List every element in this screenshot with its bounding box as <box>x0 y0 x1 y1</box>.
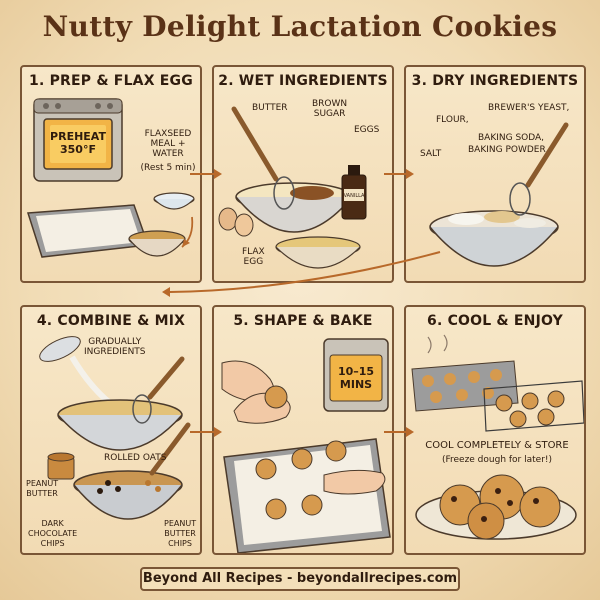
cooling-tray-icon <box>411 360 519 412</box>
step-6-title: 6. COOL & ENJOY <box>427 313 563 329</box>
timer-text: 10–15 MINS <box>337 365 375 391</box>
step-4-illustration <box>39 336 191 520</box>
baking-powder-label: BAKING POWDER <box>468 145 546 155</box>
spoon-icon <box>149 422 191 476</box>
steam-icon <box>427 334 448 354</box>
brewers-yeast-label: BREWER'S YEAST, <box>488 103 570 113</box>
step-6-illustration <box>411 334 584 540</box>
whisk-icon <box>509 122 569 216</box>
step-panel-5: 5. SHAPE & BAKE <box>212 305 394 555</box>
step-panel-6: 6. COOL & ENJOY <box>404 305 586 555</box>
flaxseed-label: FLAXSEED MEAL + WATER <box>144 129 192 159</box>
step-4-title: 4. COMBINE & MIX <box>36 313 186 329</box>
step-3-title: 3. DRY INGREDIENTS <box>411 73 579 89</box>
store-label: COOL COMPLETELY & STORE <box>425 440 569 451</box>
freeze-label: (Freeze dough for later!) <box>441 455 553 465</box>
wire-rack-icon <box>483 380 584 432</box>
dry-bowl-icon <box>429 210 559 267</box>
timer-oven-icon <box>323 338 389 412</box>
dark-chips-label: DARK CHOCOLATE CHIPS <box>28 519 78 548</box>
flax-bowl-icon <box>128 230 186 257</box>
baking-soda-label: BAKING SODA, <box>478 133 545 143</box>
water-bowl-icon <box>153 192 195 210</box>
step-5-illustration <box>221 338 391 553</box>
rest-label: (Rest 5 min) <box>140 163 196 173</box>
hands-icon <box>221 360 291 424</box>
flax-egg-bowl-icon <box>275 236 361 269</box>
vanilla-bottle-icon <box>341 165 367 220</box>
step-panel-4: 4. COMBINE & MIX <box>20 305 202 555</box>
baking-sheet-icon <box>26 204 150 258</box>
hand-icon <box>323 469 386 495</box>
cookie-tray-icon <box>223 438 391 553</box>
flour-label: FLOUR, <box>436 115 469 125</box>
peanut-butter-jar-icon <box>47 452 75 480</box>
step-2-illustration <box>218 106 367 269</box>
step-2-title: 2. WET INGREDIENTS <box>218 73 388 89</box>
salt-label: SALT <box>420 149 442 159</box>
peanut-butter-label: PEANUT BUTTER <box>26 479 59 498</box>
whisk-icon <box>132 356 185 424</box>
eggs-icon <box>218 207 254 237</box>
eggs-label: EGGS <box>354 125 380 135</box>
rolled-oats-label: ROLLED OATS <box>104 453 167 463</box>
butter-label: BUTTER <box>252 103 288 113</box>
footer-credit: Beyond All Recipes - beyondallrecipes.co… <box>140 567 460 591</box>
step-panel-3: 3. DRY INGREDIENTS FLOUR, BREWER'S YEAST… <box>404 65 586 283</box>
cookie-plate-icon <box>415 474 577 540</box>
step-3-illustration <box>429 122 569 267</box>
oven-icon <box>33 98 123 182</box>
gradually-label: GRADUALLY INGREDIENTS <box>84 337 146 357</box>
dough-bowl-icon <box>73 470 183 520</box>
pb-chips-label: PEANUT BUTTER CHIPS <box>164 519 197 548</box>
step-5-title: 5. SHAPE & BAKE <box>233 313 373 329</box>
whisk-icon <box>231 106 295 210</box>
page-title: Nutty Delight Lactation Cookies <box>42 10 558 43</box>
vanilla-label: VANILLA <box>343 193 365 199</box>
step-panel-2: 2. WET INGREDIENTS <box>212 65 394 283</box>
flax-egg-label: FLAX EGG <box>242 247 265 267</box>
step-1-title: 1. PREP & FLAX EGG <box>29 73 193 89</box>
oven-display-text: PREHEAT 350°F <box>50 130 106 156</box>
step-1-illustration <box>26 98 195 258</box>
step-panel-1: 1. PREP & FLAX EGG <box>20 65 202 283</box>
brown-sugar-label: BROWN SUGAR <box>312 99 348 119</box>
combine-bowl-icon <box>57 399 183 451</box>
